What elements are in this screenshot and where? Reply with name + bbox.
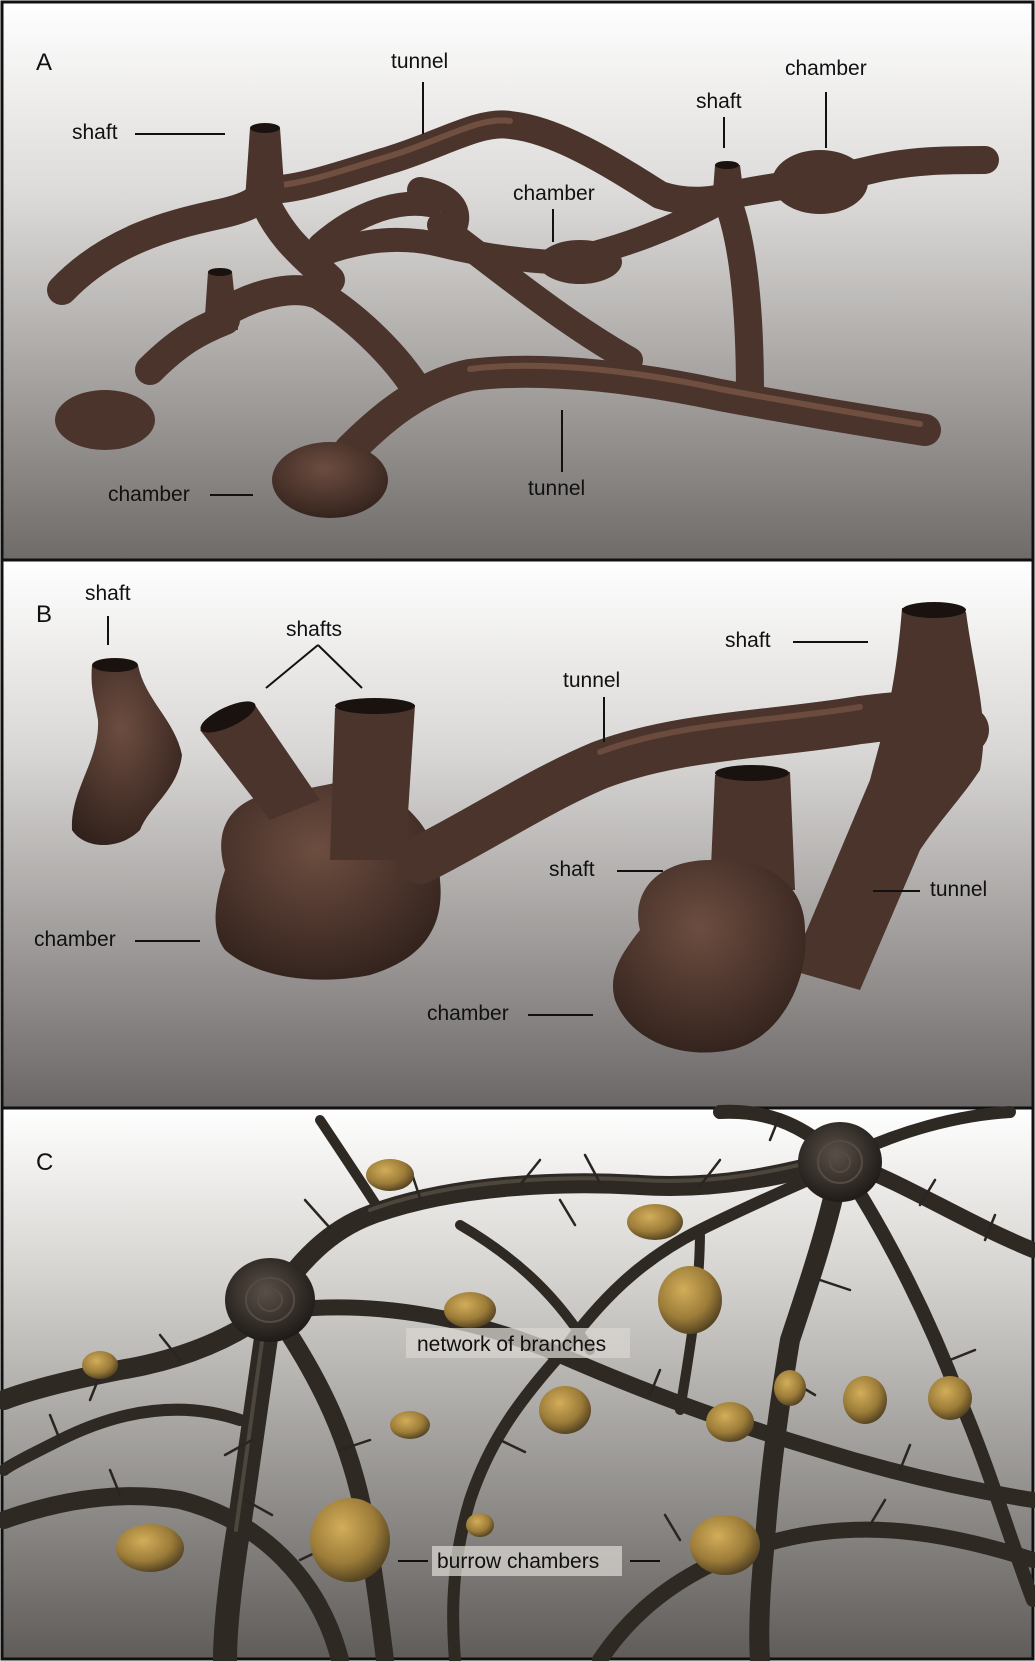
svg-text:tunnel: tunnel	[528, 477, 585, 500]
svg-text:shaft: shaft	[72, 121, 118, 144]
panel-c-label-network: network of branches	[406, 1328, 630, 1358]
panel-b-letter: B	[36, 601, 52, 628]
panel-b: B shaft shafts shaft tunnel shaft tunnel…	[2, 560, 1033, 1108]
svg-text:network of branches: network of branches	[417, 1333, 606, 1356]
svg-text:shaft: shaft	[725, 629, 771, 652]
svg-text:tunnel: tunnel	[930, 878, 987, 901]
svg-text:chamber: chamber	[427, 1002, 509, 1025]
svg-text:tunnel: tunnel	[563, 669, 620, 692]
svg-text:chamber: chamber	[513, 182, 595, 205]
svg-text:tunnel: tunnel	[391, 50, 448, 73]
svg-text:chamber: chamber	[785, 57, 867, 80]
panel-c: C network of branches burrow chambers	[2, 1108, 1033, 1660]
panel-a: A shaft tunnel shaft chamber chamber cha…	[2, 2, 1033, 560]
svg-text:shaft: shaft	[696, 90, 742, 113]
panel-a-letter: A	[36, 49, 52, 76]
svg-text:shafts: shafts	[286, 618, 342, 641]
svg-text:shaft: shaft	[549, 858, 595, 881]
svg-text:chamber: chamber	[34, 928, 116, 951]
svg-text:shaft: shaft	[85, 582, 131, 605]
svg-text:chamber: chamber	[108, 483, 190, 506]
svg-text:burrow chambers: burrow chambers	[437, 1550, 599, 1573]
panel-c-letter: C	[36, 1149, 53, 1176]
panel-c-label-chambers: burrow chambers	[398, 1546, 660, 1576]
